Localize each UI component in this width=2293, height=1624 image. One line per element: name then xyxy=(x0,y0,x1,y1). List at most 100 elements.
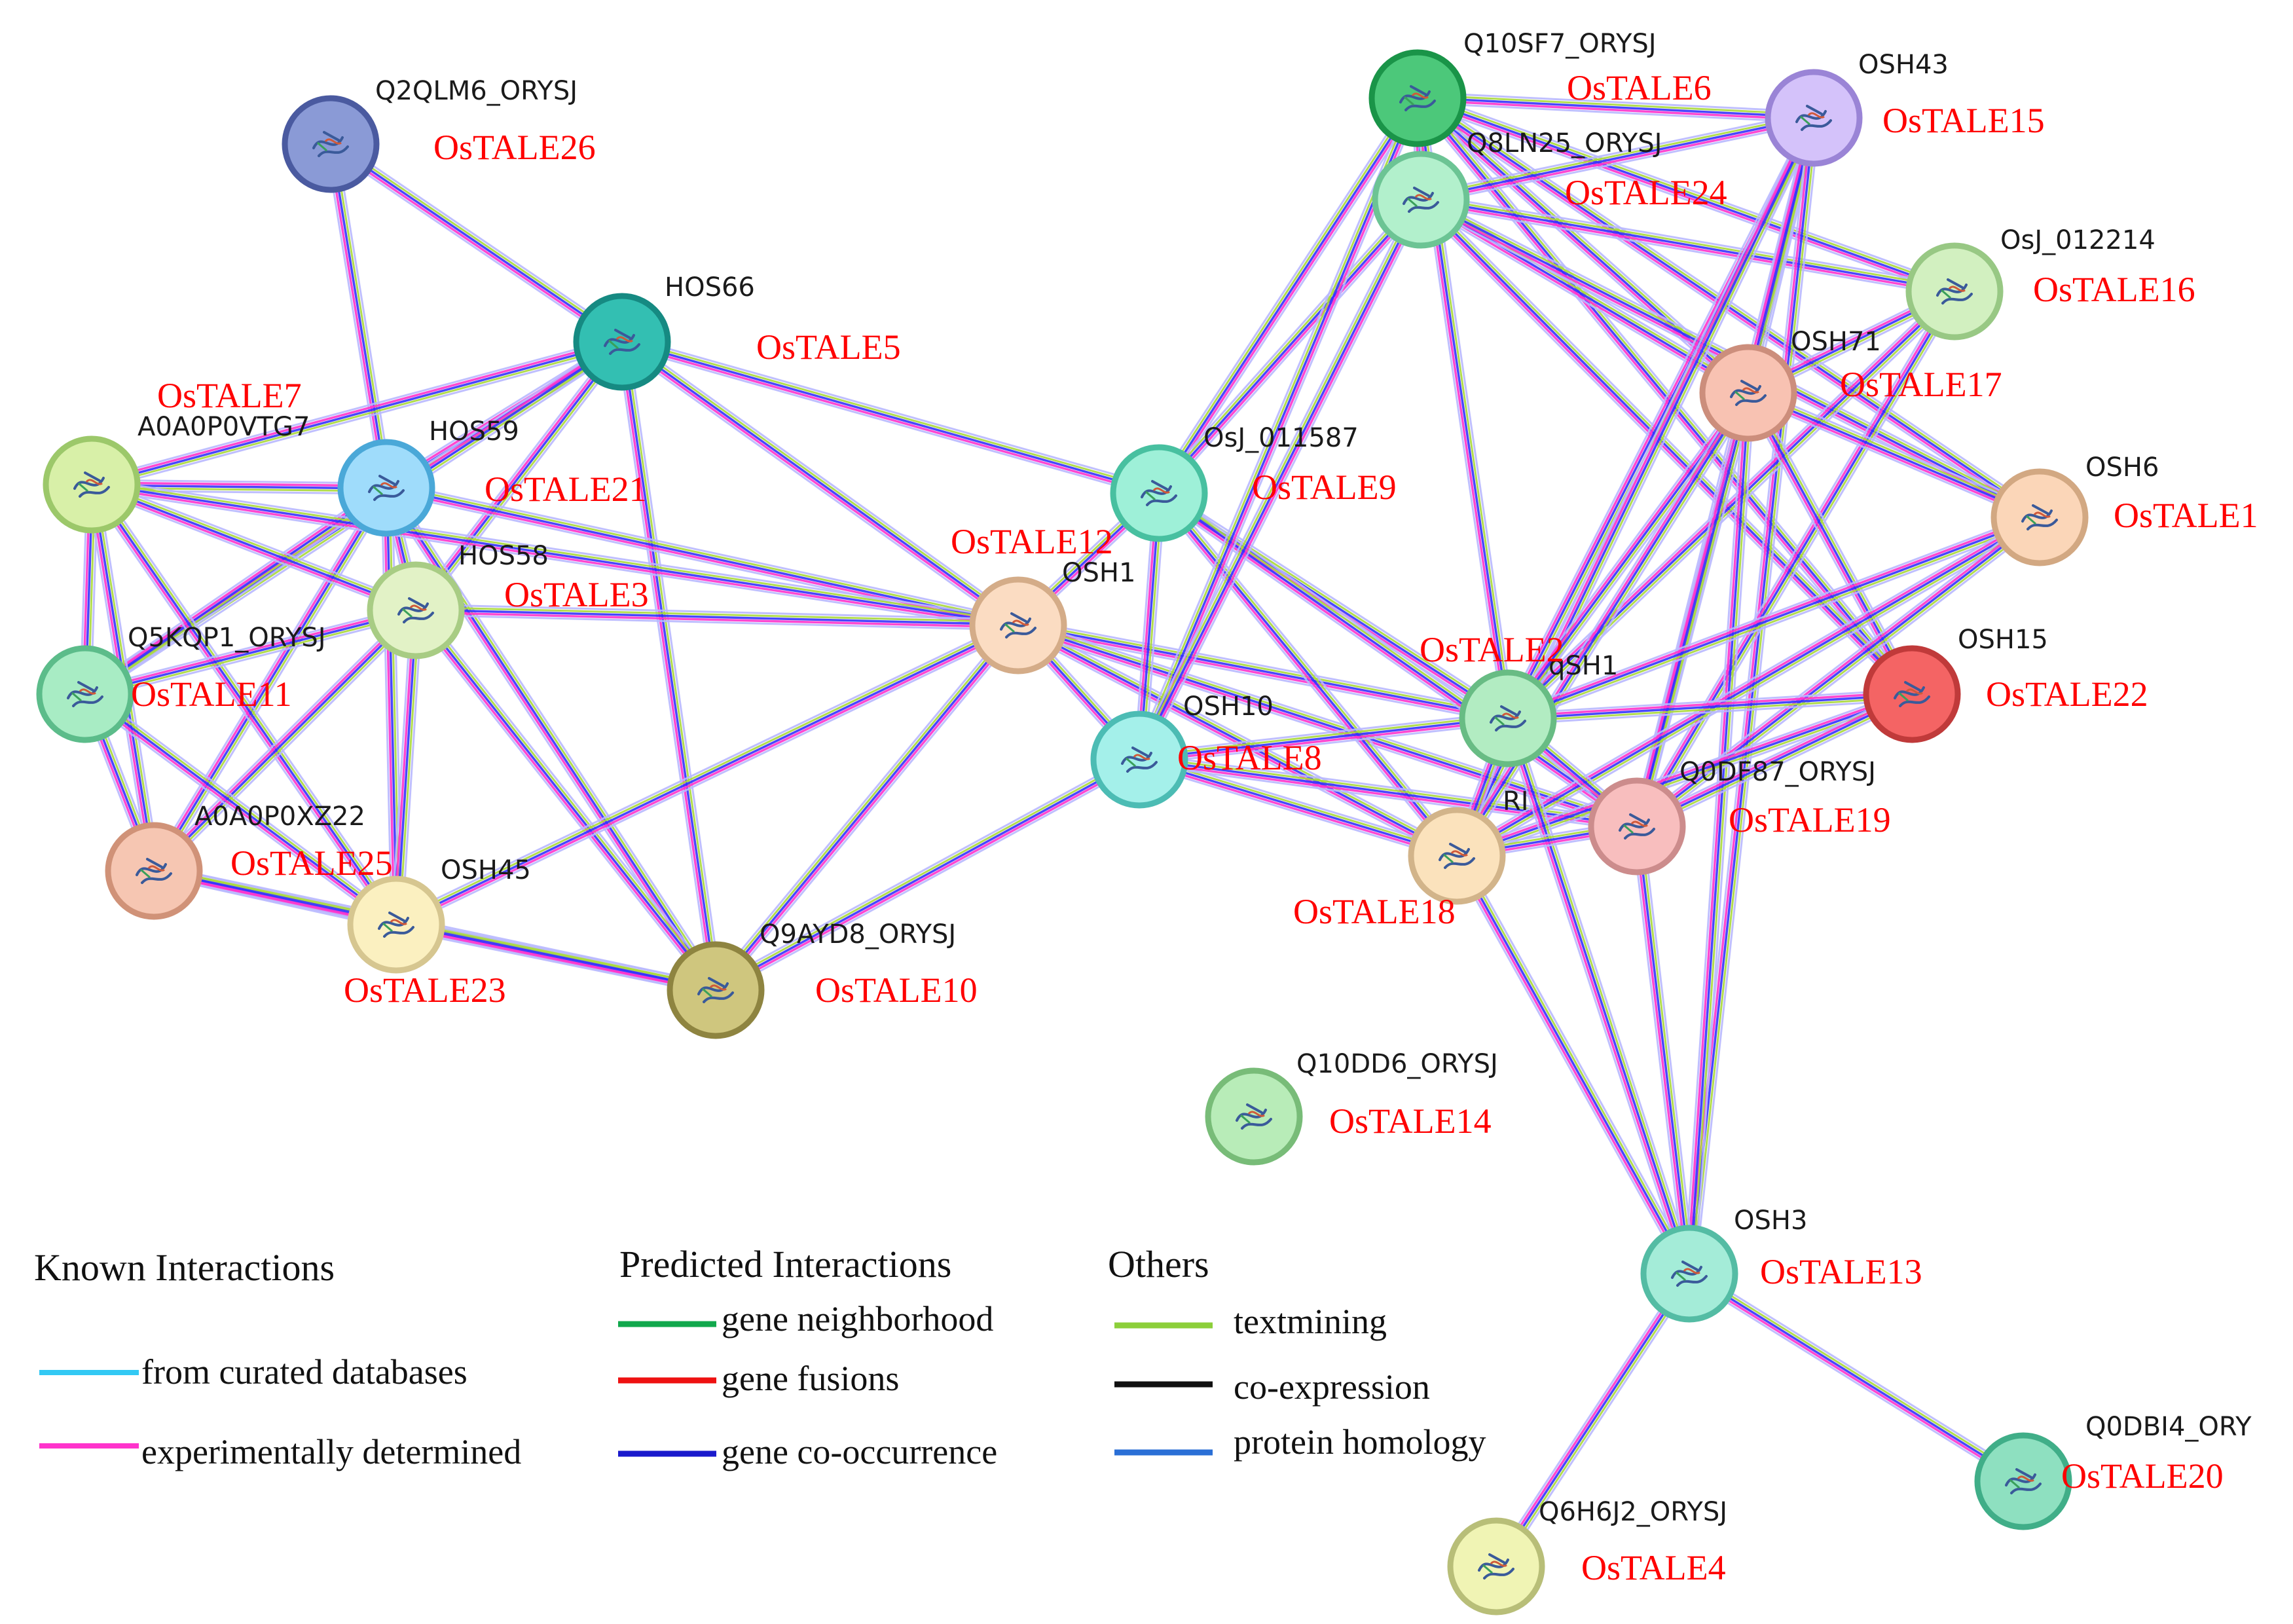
node-q8ln25-orysj[interactable] xyxy=(1372,151,1470,249)
node-hos58[interactable] xyxy=(367,561,465,659)
edge-strand xyxy=(386,486,1019,626)
edge-strand xyxy=(416,603,1019,621)
node-osh10[interactable] xyxy=(1090,710,1188,809)
edge-strand xyxy=(620,342,1018,628)
edge-strand xyxy=(92,480,418,608)
edge-strand xyxy=(150,606,414,869)
edge-strand xyxy=(386,483,1019,623)
node-alias-label: OsTALE21 xyxy=(485,470,647,509)
edge-strand xyxy=(1156,196,1420,492)
legend-label-coexpression: co-expression xyxy=(1234,1367,1430,1407)
structure-backbone xyxy=(604,329,640,355)
node-q10sf7-orysj[interactable] xyxy=(1368,49,1467,147)
node-structure-icon xyxy=(136,858,172,884)
node-id-label: qSH1 xyxy=(1549,651,1618,681)
node-structure-icon xyxy=(2021,504,2058,530)
edge-strand xyxy=(390,610,413,925)
node-id-label: OsJ_012214 xyxy=(2000,225,2155,255)
structure-strand xyxy=(1941,289,1951,299)
interaction-edge xyxy=(1683,392,1755,1274)
node-osh3[interactable] xyxy=(1640,1225,1738,1323)
node-osh71[interactable] xyxy=(1699,344,1797,442)
edge-strand xyxy=(1139,722,1509,766)
edge-strand xyxy=(1509,521,2042,725)
edge-strand xyxy=(1420,113,1814,198)
node-osh1[interactable] xyxy=(969,576,1067,674)
node-alias-label: OsTALE19 xyxy=(1729,800,1891,840)
node-osj-011587[interactable] xyxy=(1110,444,1208,542)
structure-backbone xyxy=(67,681,103,707)
edge-strand xyxy=(1140,755,1458,854)
node-alias-label: OsTALE11 xyxy=(131,674,292,714)
node-osj-012214[interactable] xyxy=(1905,242,2004,341)
label-layer: HOS66OsTALE5HOS59OsTALE21Q2QLM6_ORYSJOsT… xyxy=(128,29,2258,1587)
structure-strand xyxy=(1240,1114,1251,1124)
edge-strand xyxy=(619,342,715,991)
edge-strand xyxy=(157,614,421,876)
structure-strand xyxy=(382,922,393,932)
node-a0a0p0vtg7[interactable] xyxy=(43,435,141,534)
node-osh15[interactable] xyxy=(1863,645,1961,743)
node-osh6[interactable] xyxy=(1990,468,2089,566)
edge-strand xyxy=(1456,517,2041,858)
node-alias-label: OsTALE5 xyxy=(756,327,901,367)
edge-strand xyxy=(1642,394,1755,828)
node-structure-icon xyxy=(2005,1468,2042,1494)
edge-strand xyxy=(717,762,1143,995)
node-qsh1[interactable] xyxy=(1459,669,1557,767)
node-q9ayd8-orysj[interactable] xyxy=(667,941,765,1039)
edge-strand xyxy=(1503,115,1811,717)
interaction-edge xyxy=(620,335,1161,499)
edge-strand xyxy=(330,142,623,342)
structure-backbone xyxy=(1236,1103,1272,1130)
node-id-label: Q10SF7_ORYSJ xyxy=(1463,29,1657,59)
edge-strand xyxy=(1505,391,1748,718)
edge-strand xyxy=(1162,100,1423,496)
node-osh43[interactable] xyxy=(1765,69,1863,167)
interaction-edge xyxy=(1452,390,1754,860)
edge-strand xyxy=(153,610,417,872)
structure-strand xyxy=(1004,623,1015,633)
structure-strand xyxy=(317,141,327,152)
structure-backbone xyxy=(1936,278,1973,304)
interaction-edge xyxy=(1138,711,1509,766)
structure-backbone xyxy=(1795,105,1832,131)
edge-strand xyxy=(90,485,416,614)
edge-strand xyxy=(1418,94,1956,289)
legend-known-title: Known Interactions xyxy=(34,1246,335,1289)
node-q10dd6-orysj[interactable] xyxy=(1205,1067,1303,1166)
structure-helix xyxy=(1411,92,1429,99)
edge-strand xyxy=(1420,203,1954,297)
edge-strand xyxy=(1513,716,1697,1272)
node-structure-icon xyxy=(1619,813,1655,840)
node-q0dbi4-ory[interactable] xyxy=(1974,1432,2072,1530)
edge-strand xyxy=(396,626,1020,928)
edge-strand xyxy=(1691,393,1753,1274)
node-layer xyxy=(36,49,2089,1615)
edge-strand xyxy=(1418,200,1912,697)
node-a0a0p0xz22[interactable] xyxy=(105,822,203,920)
node-structure-icon xyxy=(1121,747,1158,773)
edge-strand xyxy=(89,485,395,927)
interaction-edge xyxy=(83,604,418,701)
edge-strand xyxy=(393,610,415,925)
structure-backbone xyxy=(1439,843,1475,869)
node-hos59[interactable] xyxy=(337,439,435,537)
node-alias-label: OsTALE8 xyxy=(1177,738,1322,777)
node-q2qlm6-orysj[interactable] xyxy=(282,95,380,193)
edge-strand xyxy=(712,753,1137,986)
edge-strand xyxy=(1636,517,2041,828)
structure-strand xyxy=(1404,96,1414,106)
interaction-edge xyxy=(411,606,722,994)
node-ri[interactable] xyxy=(1408,807,1506,905)
node-alias-label: OsTALE26 xyxy=(433,128,596,167)
node-q5kqp1-orysj[interactable] xyxy=(36,645,134,743)
edge-strand xyxy=(335,143,394,487)
node-osh45[interactable] xyxy=(347,876,445,974)
node-q0df87-orysj[interactable] xyxy=(1588,777,1686,876)
interaction-edge xyxy=(1502,716,1697,1276)
node-q6h6j2-orysj[interactable] xyxy=(1447,1517,1545,1615)
node-hos66[interactable] xyxy=(573,293,671,391)
structure-strand xyxy=(140,868,151,879)
edge-strand xyxy=(1419,111,1813,195)
